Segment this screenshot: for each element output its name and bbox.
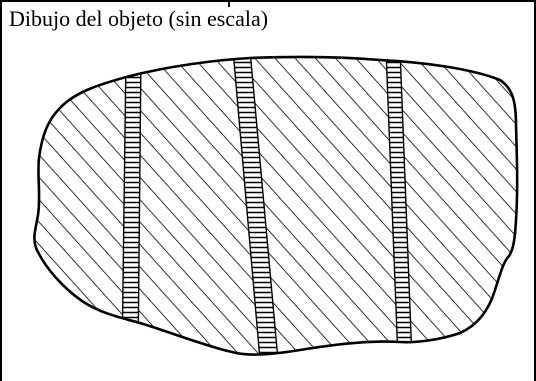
hatched-body [34,56,518,355]
band-left [121,56,142,355]
figure-caption: Dibujo del objeto (sin escala) [9,6,269,31]
band-middle [232,56,279,355]
band-right [385,56,413,355]
ribbed-bands [121,56,413,355]
table-divider [228,2,230,7]
